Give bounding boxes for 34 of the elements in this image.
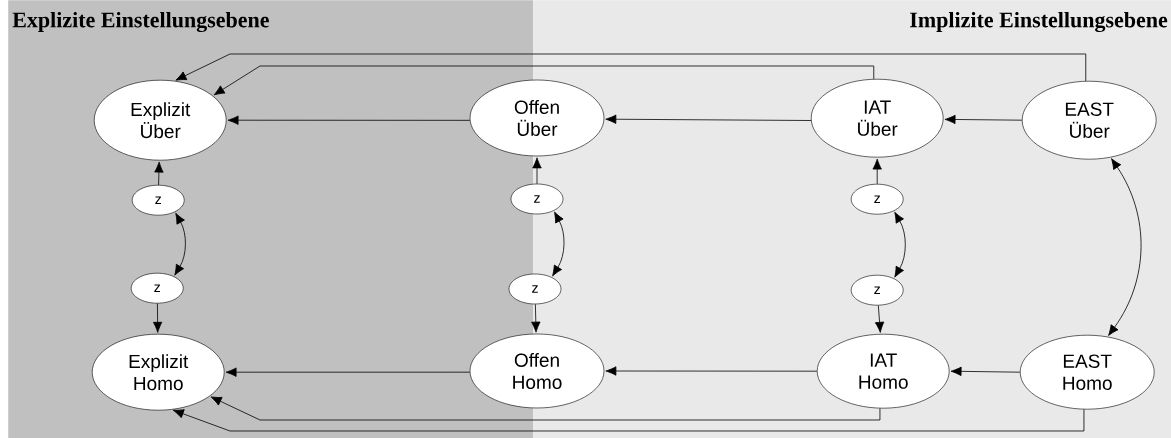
arrow: [605, 114, 812, 124]
small-ellipse-node: z: [130, 272, 184, 304]
ellipse-node: EAST Homo: [1019, 334, 1155, 410]
curved-double-arrow: [1108, 158, 1142, 336]
small-ellipse-node: z: [850, 183, 904, 215]
arrow: [874, 305, 885, 333]
ellipse-node: Explizit Homo: [91, 333, 225, 411]
arrow: [944, 114, 1023, 125]
ellipse-node: IAT Über: [810, 78, 944, 158]
arrow: [154, 161, 164, 186]
arrow: [872, 158, 882, 185]
arrow: [172, 409, 1085, 432]
ellipse-node: EAST Über: [1021, 80, 1157, 160]
curved-double-arrow: [174, 212, 186, 276]
ellipse-node: Offen Homo: [469, 333, 605, 409]
curved-double-arrow: [894, 211, 906, 278]
small-ellipse-node: z: [510, 183, 564, 215]
small-ellipse-node: z: [508, 273, 562, 305]
arrow: [213, 65, 875, 96]
ellipse-node: Explizit Über: [93, 79, 227, 161]
arrow: [225, 367, 471, 377]
arrow: [531, 303, 541, 333]
arrow: [605, 366, 818, 376]
arrow: [227, 115, 471, 125]
arrow: [532, 157, 542, 185]
arrow: [152, 303, 163, 333]
arrow: [175, 53, 1087, 82]
arrow: [210, 396, 881, 421]
small-ellipse-node: z: [131, 184, 185, 216]
ellipse-node: IAT Homo: [816, 333, 950, 409]
small-ellipse-node: z: [850, 274, 904, 306]
ellipse-node: Offen Über: [469, 79, 605, 157]
arrow: [950, 366, 1021, 376]
curved-double-arrow: [552, 211, 565, 277]
